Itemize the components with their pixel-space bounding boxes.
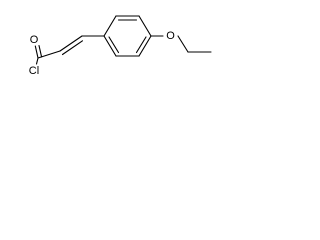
- c-cl-bond: [35, 57, 39, 65]
- atom-chlorine: Cl: [29, 65, 39, 77]
- alkene-bond-2: [61, 40, 84, 56]
- ring-bond-fa: [103, 35, 117, 57]
- ether-ch2-bond: [177, 35, 189, 53]
- structure-diagram: O Cl O: [29, 15, 212, 77]
- ring-bond-de: [138, 35, 152, 57]
- carbonyl-double-bond-1: [34, 45, 39, 59]
- atom-oxygen-ether: O: [166, 30, 175, 42]
- atom-oxygen-carbonyl: O: [30, 34, 39, 46]
- ring-inner-bond-3: [108, 36, 120, 54]
- alkene-bond-1: [59, 35, 83, 52]
- ring-bond-cd: [138, 15, 152, 37]
- acyl-alkene-bond: [37, 50, 61, 59]
- carbonyl-double-bond-2: [38, 44, 43, 58]
- ring-bond-ab: [103, 15, 117, 37]
- ring-inner-bond-2: [135, 36, 147, 54]
